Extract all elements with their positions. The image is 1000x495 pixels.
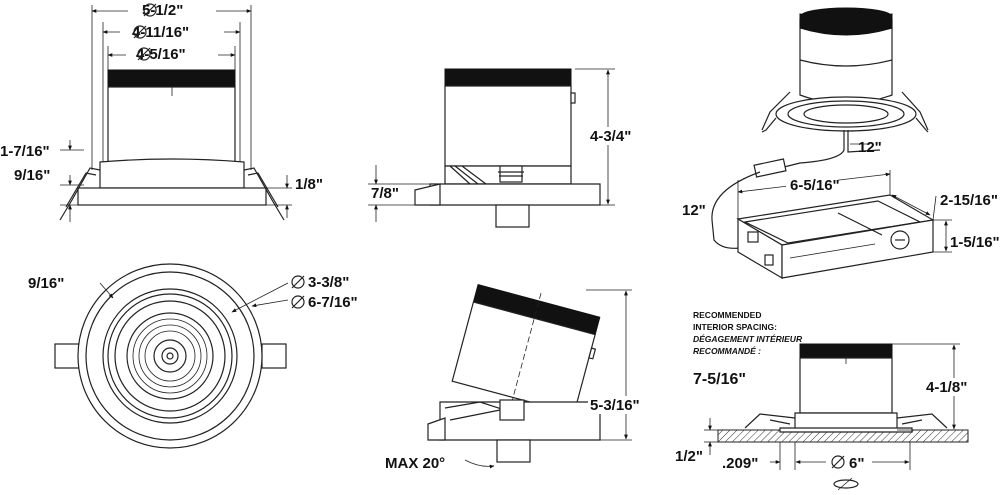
dim-box-height: 1-5/16"	[950, 234, 1000, 251]
bottom-view: 9/16" 3-3/8" 6-7/16"	[28, 263, 358, 449]
dim-cutout: 6"	[849, 455, 864, 472]
dim-ceiling: 1/2"	[675, 448, 703, 465]
note-interior-spacing: INTERIOR SPACING:	[693, 322, 777, 332]
spacing-view: RECOMMENDED INTERIOR SPACING: DÉGAGEMENT…	[675, 310, 974, 491]
dim-cable-side: 12"	[682, 202, 706, 219]
dim-below-ceiling: 7/8"	[371, 185, 399, 202]
note-degagement: DÉGAGEMENT INTÉRIEUR	[693, 334, 803, 344]
dim-clip-low: 9/16"	[14, 167, 50, 184]
max-tilt-label: MAX 20°	[385, 455, 445, 472]
side-view: 5-1/2" 4-11/16" 4-5/16" 1-7/16" 9/16" 1/…	[0, 0, 323, 222]
tilt-view: 5-3/16" MAX 20°	[385, 283, 644, 472]
dim-box-length: 6-5/16"	[790, 177, 840, 194]
dim-ring: 9/16"	[28, 275, 64, 292]
dim-flange: 1/8"	[295, 176, 323, 193]
dim-lens-diameter: 3-3/8"	[308, 274, 349, 291]
dim-outer-diameter: 5-1/2"	[142, 2, 183, 19]
dim-cable-top: 12"	[858, 139, 882, 156]
dim-tilt-height: 5-3/16"	[590, 397, 640, 414]
dim-front-height: 4-3/4"	[590, 128, 631, 145]
dim-middle-diameter: 4-11/16"	[132, 24, 189, 41]
note-recommended: RECOMMENDED	[693, 310, 761, 320]
iso-view: 12" 12" 6-5/16" 2-15/16" 1-5/16"	[682, 7, 1000, 280]
dim-clip-height: 1-7/16"	[0, 143, 50, 160]
dim-offset: .209"	[722, 455, 758, 472]
dim-box-width: 2-15/16"	[940, 192, 998, 209]
dim-spacing-height: 4-1/8"	[926, 379, 967, 396]
dim-trim-diameter: 6-7/16"	[308, 294, 358, 311]
front-view: 4-3/4" 7/8"	[368, 68, 634, 228]
dim-spacing: 7-5/16"	[693, 371, 746, 388]
note-recommande: RECOMMANDÉ :	[693, 346, 761, 356]
